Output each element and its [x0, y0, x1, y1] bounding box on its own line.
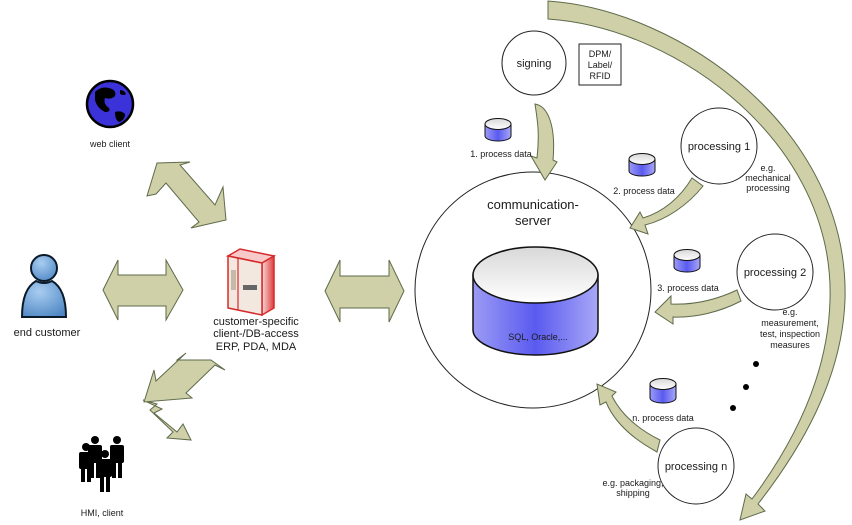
client-access-line2: client-/DB-access: [213, 328, 299, 340]
end-customer-label: end customer: [14, 327, 81, 339]
processing-2-note-line1: e.g.: [782, 307, 797, 317]
process-data-1: 1. process data: [470, 118, 532, 159]
database-icon: [673, 249, 701, 273]
processing-2-note-line3: test, inspection: [760, 329, 820, 339]
station-signing[interactable]: signing: [501, 30, 567, 96]
more-stations-ellipsis: [730, 361, 759, 411]
end-customer-node[interactable]: end customer: [14, 254, 81, 339]
process-data-label: 1. process data: [470, 149, 532, 159]
web-client-double-arrow: [146, 161, 227, 229]
process-data-n: n. process data: [632, 378, 694, 423]
process-data-label: 2. process data: [613, 186, 675, 196]
station-processing-n[interactable]: processing n: [657, 427, 735, 505]
processing-2-note-line2: measurement,: [761, 318, 819, 328]
signing-box-line3: RFID: [590, 71, 611, 81]
process-data-label: n. process data: [632, 413, 694, 423]
processing-1-to-server-arrow: [629, 177, 704, 235]
client-access-line1: customer-specific: [213, 316, 299, 328]
web-client-label: web client: [89, 139, 131, 149]
hmi-client-double-arrow: [142, 399, 192, 441]
people-group-icon: [79, 436, 124, 492]
station-processing-2[interactable]: processing 2: [736, 233, 814, 311]
station-processing-1-label: processing 1: [688, 141, 750, 153]
signing-to-server-arrow: [529, 103, 558, 181]
server-title-line2: server: [515, 213, 552, 228]
station-processing-1[interactable]: processing 1: [680, 107, 758, 185]
end-customer-double-arrow: [102, 258, 184, 322]
database-label: SQL, Oracle,...: [508, 332, 568, 342]
processing-2-note-line4: measures: [770, 340, 810, 350]
database-icon: [472, 246, 599, 356]
signing-method-box: DPM/ Label/ RFID: [578, 43, 622, 86]
processing-n-note-line1: e.g. packaging,: [602, 478, 663, 488]
web-client-node[interactable]: web client: [85, 79, 135, 149]
hmi-client-label: HMI, client: [81, 508, 124, 518]
communication-server-node[interactable]: communication- server SQL, Oracle,...: [414, 171, 652, 409]
processing-1-note-line3: processing: [746, 183, 790, 193]
processing-n-to-server-arrow: [596, 383, 661, 453]
hmi-client-node[interactable]: HMI, client: [79, 436, 124, 518]
station-processing-n-label: processing n: [665, 461, 727, 473]
server-double-arrow: [324, 259, 405, 323]
hmi-access-double-arrow: [143, 352, 226, 403]
user-icon: [20, 254, 68, 318]
client-db-access-node[interactable]: customer-specific client-/DB-access ERP,…: [213, 248, 299, 353]
signing-box-line1: DPM/: [589, 49, 612, 59]
process-data-label: 3. process data: [657, 283, 719, 293]
station-processing-2-label: processing 2: [744, 267, 806, 279]
process-cycle-arc-arrow: [547, 0, 846, 521]
signing-box-line2: Label/: [588, 60, 613, 70]
server-title-line1: communication-: [487, 197, 579, 212]
processing-1-note-line2: mechanical: [745, 173, 791, 183]
processing-1-note-line1: e.g.: [760, 163, 775, 173]
globe-icon: [85, 79, 135, 129]
process-data-3: 3. process data: [657, 249, 719, 293]
database-icon: [628, 153, 656, 177]
processing-2-to-server-arrow: [654, 289, 742, 325]
database-icon: [484, 118, 512, 142]
processing-n-note-line2: shipping: [616, 488, 650, 498]
server-icon: [225, 248, 277, 317]
client-access-line3: ERP, PDA, MDA: [216, 341, 297, 353]
station-signing-label: signing: [517, 58, 552, 70]
database-icon: [649, 378, 677, 404]
process-data-2: 2. process data: [613, 153, 675, 196]
